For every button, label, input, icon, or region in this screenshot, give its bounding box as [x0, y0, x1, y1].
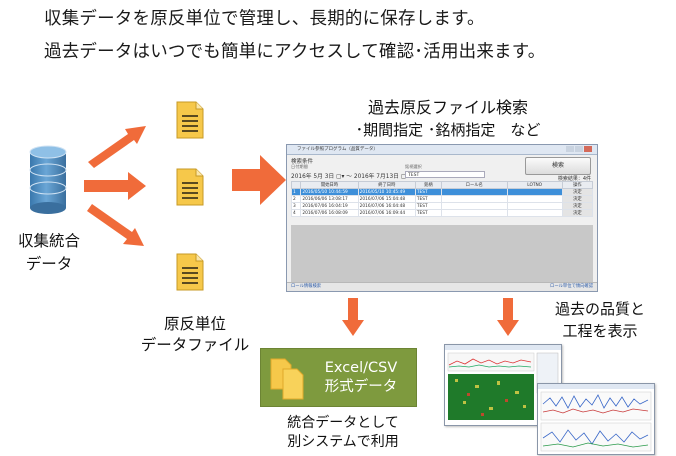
roll-cell: [440, 195, 508, 203]
excel-label: Excel/CSV 形式データ: [311, 359, 411, 397]
lot-cell: [506, 209, 563, 217]
brand-label: 銘柄選択: [405, 164, 422, 169]
arrow-to-search: [232, 155, 286, 205]
search-title: 過去原反ファイル検索: [367, 98, 528, 117]
file-copy-icon: [270, 358, 304, 400]
end-cell: 2016/07/06 16:09:44: [357, 209, 416, 217]
roll-files-label-line-2: データファイル: [140, 336, 250, 354]
empty-list-area: [291, 225, 593, 283]
database-label-line-2: データ: [25, 255, 73, 273]
end-cell: 2016/07/06 15:04:48: [357, 195, 416, 203]
table-header-row: 開始日時 終了日時 銘柄 ロール名 LOTNO 操作: [290, 181, 594, 189]
col-header: ロール名: [440, 181, 508, 189]
headline-line-2: 過去データはいつでも簡単にアクセスして確認･活用出来ます。: [44, 42, 546, 62]
quality-label-line-2: 工程を表示: [562, 322, 638, 340]
window-title: ファイル参照プログラム（品質データ）: [297, 147, 378, 152]
decide-button[interactable]: 決定: [561, 195, 594, 203]
brand-cell: TEST: [414, 209, 442, 217]
distribution-arrows: [84, 126, 146, 246]
end-cell: 2016/05/10 10:45:49: [357, 188, 416, 196]
col-header: LOTNO: [506, 181, 563, 189]
col-header: 銘柄: [414, 181, 442, 189]
roll-info-search-link[interactable]: ロール情報検索: [291, 284, 322, 289]
col-header: 終了日時: [357, 181, 416, 189]
excel-label-line-1: Excel/CSV: [324, 360, 398, 376]
roll-cell: [440, 188, 508, 196]
condition-header: 検索条件: [291, 159, 314, 165]
row-number: 4: [290, 209, 302, 217]
col-header: [290, 181, 302, 189]
quality-label-line-1: 過去の品質と: [554, 300, 645, 318]
table-row[interactable]: 1 2016/05/10 10:44:59 2016/05/10 10:45:4…: [290, 188, 594, 196]
table-row[interactable]: 2 2016/06/06 13:08:17 2016/07/06 15:04:4…: [290, 195, 594, 203]
start-cell: 2016/06/06 13:08:17: [300, 195, 359, 203]
date-range-picker[interactable]: 2016年 5月 3日 ▢▾ 〜 2016年 7月13日 ▢▾: [291, 174, 410, 180]
col-header: 開始日時: [300, 181, 359, 189]
brand-cell: TEST: [414, 202, 442, 210]
excel-caption-line-2: 別システムで利用: [287, 434, 399, 450]
table-row[interactable]: 4 2016/07/06 16:08:09 2016/07/06 16:09:4…: [290, 209, 594, 217]
excel-csv-box: Excel/CSV 形式データ: [260, 348, 417, 407]
end-cell: 2016/07/06 16:04:48: [357, 202, 416, 210]
window-controls: [565, 146, 595, 152]
arrow-to-excel: [342, 298, 364, 336]
quality-screenshot: [537, 383, 655, 455]
brand-cell: TEST: [414, 188, 442, 196]
document-icon: [176, 253, 204, 291]
status-bar: ロール情報検索 ロール単位で傾向確認: [287, 282, 597, 291]
result-count: 検索結果：4件: [557, 176, 591, 182]
arrow-to-file-bottom: [87, 204, 144, 246]
brand-select[interactable]: TEST: [405, 171, 485, 178]
headline-line-1: 収集データを原反単位で管理し、長期的に保存します。: [44, 9, 485, 29]
lot-cell: [506, 202, 563, 210]
arrow-to-quality: [497, 298, 519, 336]
window-titlebar: ファイル参照プログラム（品質データ）: [287, 145, 597, 155]
roll-files-label-line-1: 原反単位: [163, 315, 226, 333]
col-header: 操作: [561, 181, 594, 189]
start-cell: 2016/05/10 10:44:59: [300, 188, 359, 196]
arrow-to-file-top: [88, 126, 146, 168]
start-cell: 2016/07/06 16:08:09: [300, 209, 359, 217]
lot-cell: [506, 195, 563, 203]
decide-button[interactable]: 決定: [561, 209, 594, 217]
maximize-icon[interactable]: [575, 146, 583, 152]
arrow-to-file-middle: [84, 172, 146, 200]
brand-cell: TEST: [414, 195, 442, 203]
table-row[interactable]: 3 2016/07/06 16:04:19 2016/07/06 16:04:4…: [290, 202, 594, 210]
decide-button[interactable]: 決定: [561, 202, 594, 210]
close-icon[interactable]: [584, 146, 592, 152]
document-icon: [176, 168, 204, 206]
search-button[interactable]: 検索: [525, 157, 591, 175]
decide-button[interactable]: 決定: [561, 188, 594, 196]
row-number: 3: [290, 202, 302, 210]
row-number: 2: [290, 195, 302, 203]
row-number: 1: [290, 188, 302, 196]
period-label: 日付期間: [291, 164, 308, 169]
roll-trend-link[interactable]: ロール単位で傾向確認: [550, 284, 593, 289]
minimize-icon[interactable]: [566, 146, 574, 152]
lot-cell: [506, 188, 563, 196]
database-icon: [29, 145, 67, 214]
roll-cell: [440, 202, 508, 210]
search-subtitle: ･期間指定 ･銘柄指定 など: [355, 121, 541, 139]
search-window: ファイル参照プログラム（品質データ） 検索条件 日付期間 銘柄選択 2016年 …: [286, 144, 598, 292]
database-label-line-1: 収集統合: [17, 232, 80, 250]
excel-label-line-2: 形式データ: [324, 379, 398, 395]
results-table: 開始日時 終了日時 銘柄 ロール名 LOTNO 操作 1 2016/05/10 …: [290, 181, 594, 217]
document-icon: [176, 101, 204, 139]
roll-cell: [440, 209, 508, 217]
trend-chart-thumbnail: [538, 384, 654, 452]
excel-caption-line-1: 統合データとして: [287, 415, 399, 431]
start-cell: 2016/07/06 16:04:19: [300, 202, 359, 210]
